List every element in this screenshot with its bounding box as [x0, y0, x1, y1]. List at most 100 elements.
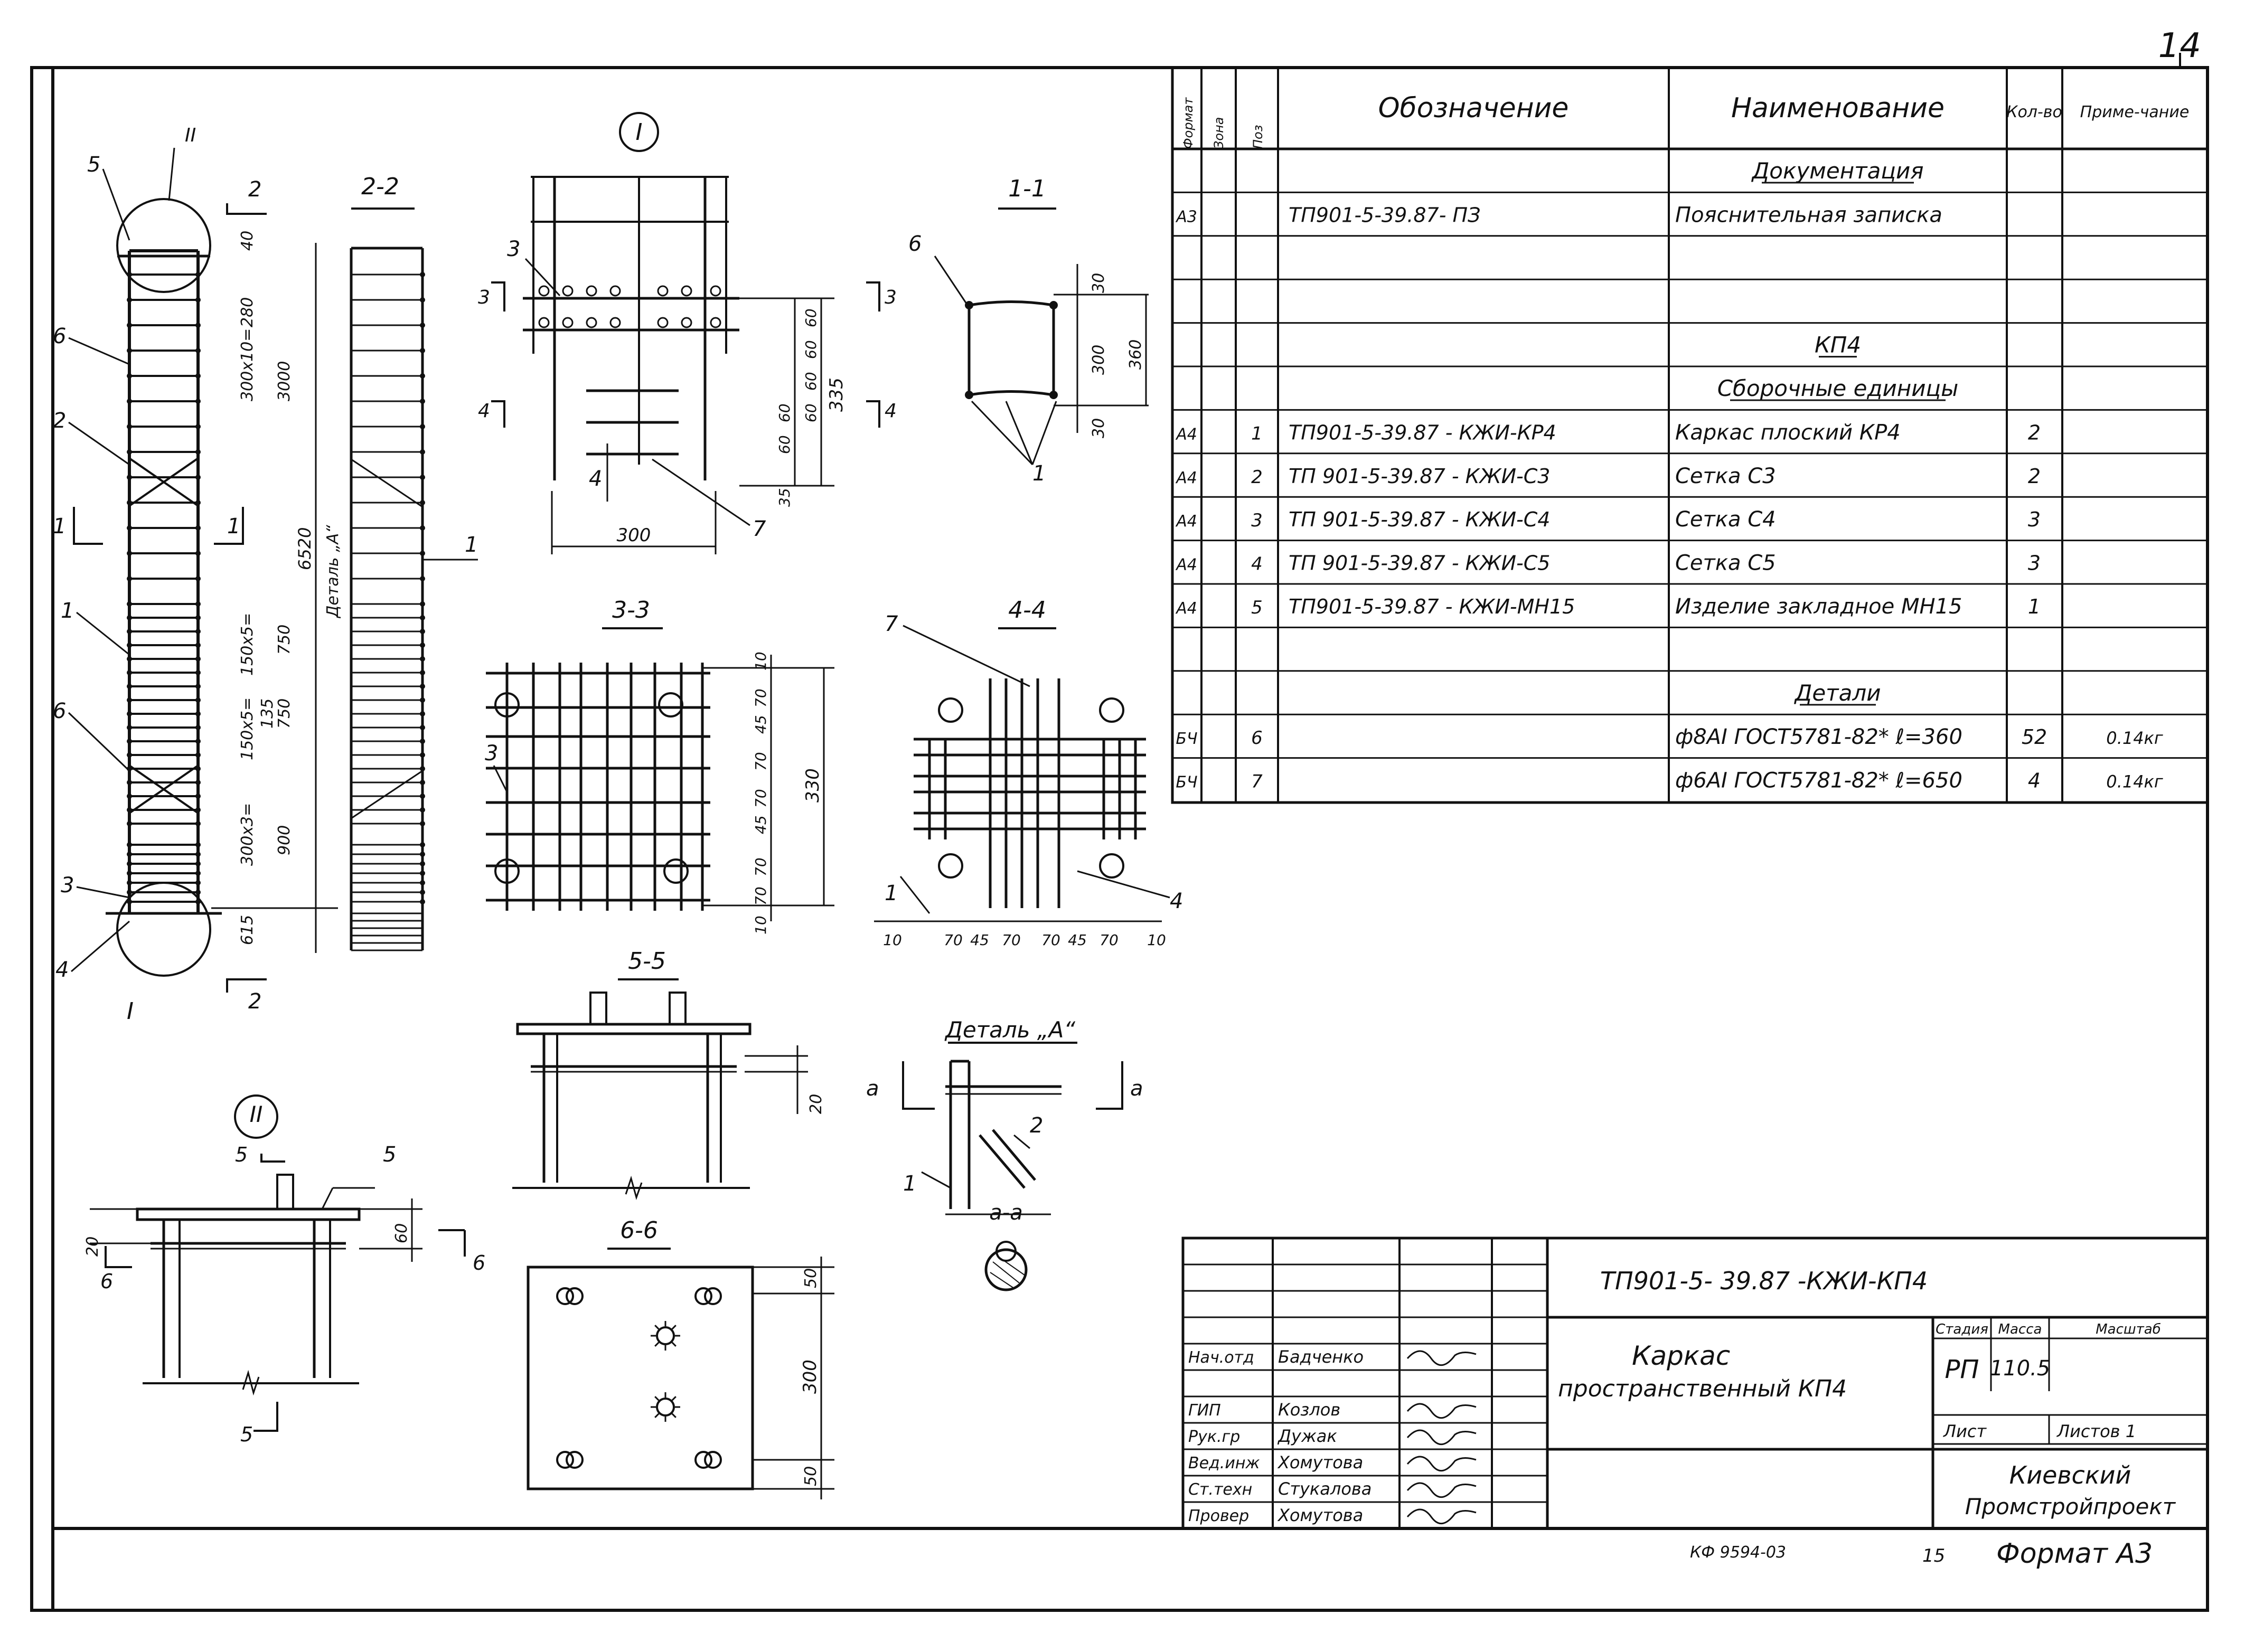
spec-cell-pos: 7	[1251, 771, 1263, 792]
node-i-dim-60-2: 60	[802, 340, 820, 359]
node-i-ref-label: I	[127, 998, 134, 1025]
tb-signer-role: Нач.отд	[1188, 1348, 1254, 1367]
spec-cell-name: ф6АI ГОСТ5781-82* ℓ=650	[1675, 769, 1962, 793]
view-3-3-dim-330: 330	[802, 768, 823, 803]
cut-2-top: 2	[248, 177, 261, 202]
node-i-dim-300: 300	[617, 525, 651, 546]
spec-cell-name: Детали	[1794, 680, 1881, 706]
spec-header: Формат Зона Поз Обозначение Наименование…	[1181, 92, 2189, 149]
tb-sheets-label: Листов 1	[2056, 1421, 2136, 1441]
spec-cell-designation: ТП901-5-39.87 - КЖИ-КР4	[1289, 421, 1556, 444]
node-ii-mark-5: 5	[383, 1143, 396, 1167]
view-1-1-dim-30-bottom: 30	[1089, 418, 1108, 438]
section-a-a-title: а-а	[989, 1201, 1022, 1225]
spec-cell-name: Сборочные единицы	[1717, 375, 1959, 401]
spec-cell-name: ф8АI ГОСТ5781-82* ℓ=360	[1675, 725, 1962, 749]
tb-signer-role: Вед.инж	[1188, 1454, 1260, 1472]
view-4-4-dim-70-1: 70	[944, 931, 963, 949]
spec-header-note: Приме-чание	[2080, 103, 2190, 121]
spec-cell-name: Каркас плоский КР4	[1675, 420, 1901, 445]
tb-code: ТП901-5- 39.87 -КЖИ-КП4	[1600, 1267, 1928, 1295]
col-mark-4: 4	[55, 958, 69, 982]
tb-signer-role: Провер	[1188, 1507, 1249, 1525]
col-dim-40: 40	[238, 231, 257, 251]
spec-cell-qty: 2	[2028, 421, 2041, 444]
view-5-5-title: 5-5	[628, 948, 666, 975]
spec-cell-format: А4	[1175, 556, 1197, 574]
node-i-cut-4-right: 4	[885, 400, 897, 422]
spec-header-name: Наименование	[1731, 92, 1945, 124]
cut-1-left: 1	[53, 514, 66, 539]
spec-header-zone: Зона	[1211, 117, 1226, 149]
spec-row: Детали	[1794, 680, 1881, 706]
spec-cell-pos: 1	[1251, 423, 1263, 444]
col-mark-2: 2	[53, 409, 66, 433]
view-4-4	[874, 625, 1170, 922]
node-ii-ref-label: II	[185, 125, 196, 146]
col-dim-750-b: 750	[275, 698, 294, 729]
node-i-title: I	[636, 119, 643, 146]
spec-header-pos: Поз	[1251, 125, 1265, 149]
col-mark-6-mid: 6	[53, 699, 66, 723]
tb-signature	[1406, 1350, 1477, 1366]
view-1-1-mark-1: 1	[1032, 461, 1046, 486]
spec-cell-name: Сетка С3	[1675, 464, 1776, 488]
view-1-1-title: 1-1	[1008, 175, 1046, 202]
view-3-3-dim-70-3: 70	[752, 789, 769, 808]
node-i-dim-60-5: 60	[776, 403, 793, 422]
col-dim-280: 280	[238, 297, 257, 327]
spec-cell-format: А4	[1175, 469, 1197, 487]
spec-cell-format: А4	[1175, 425, 1197, 443]
view-4-4-dim-45-2: 45	[1068, 931, 1087, 949]
spec-cell-designation: ТП901-5-39.87- ПЗ	[1289, 203, 1480, 226]
spec-row: А4 1 ТП901-5-39.87 - КЖИ-КР4 Каркас плоский…	[1175, 420, 2041, 445]
tb-signer-name: Хомутова	[1277, 1505, 1363, 1525]
spec-cell-pos: 3	[1251, 510, 1263, 531]
tb-org-line1: Киевский	[2009, 1461, 2131, 1489]
view-3-3-dim-10-top: 10	[752, 652, 769, 671]
cut-1-right: 1	[227, 514, 240, 539]
spec-cell-pos: 5	[1251, 597, 1263, 618]
spec-cell-qty: 2	[2028, 465, 2041, 488]
column-elevation	[106, 198, 338, 977]
col-mark-6-top: 6	[53, 324, 66, 348]
view-6-6-dim-50-top: 50	[802, 1268, 820, 1288]
view-1-1	[934, 207, 1149, 466]
node-i	[491, 112, 880, 554]
view-4-4-mark-4: 4	[1170, 889, 1183, 913]
col-dim-750-a: 750	[275, 625, 294, 655]
node-i-dim-60-1: 60	[802, 308, 820, 327]
spec-cell-qty: 3	[2028, 508, 2041, 531]
view-6-6-title: 6-6	[620, 1217, 658, 1244]
col-dim-150x5-a: 150х5=	[238, 613, 257, 676]
tb-scale-label: Масштаб	[2096, 1321, 2161, 1337]
spec-row: А4 2 ТП 901-5-39.87 - КЖИ-С3 Сетка С3 2	[1175, 464, 2041, 488]
node-i-mark-3: 3	[507, 237, 520, 261]
view-3-3-dim-45-1: 45	[752, 715, 769, 734]
spec-cell-name: Документация	[1751, 158, 1923, 184]
tb-org-line2: Промстройпроект	[1965, 1494, 2176, 1519]
tb-mass-label: Масса	[1998, 1321, 2042, 1337]
node-ii-cut-6-left: 6	[100, 1270, 113, 1293]
view-4-4-mark-7: 7	[885, 612, 898, 636]
spec-cell-name: Сетка С4	[1675, 507, 1776, 532]
spec-cell-qty: 3	[2028, 552, 2041, 575]
view-6-6-dim-300: 300	[800, 1360, 821, 1394]
spec-cell-format: А4	[1175, 599, 1197, 618]
page-number: 14	[2158, 26, 2201, 65]
spec-cell-pos: 2	[1251, 467, 1263, 488]
view-4-4-mark-1: 1	[885, 881, 898, 905]
spec-cell-qty: 52	[2022, 725, 2047, 749]
spec-cell-designation: ТП 901-5-39.87 - КЖИ-С3	[1289, 465, 1550, 488]
tb-signer-role: Ст.техн	[1188, 1480, 1252, 1499]
spec-header-designation: Обозначение	[1378, 92, 1569, 124]
tb-signature	[1406, 1429, 1477, 1446]
sheet-format: Формат А3	[1996, 1538, 2153, 1570]
